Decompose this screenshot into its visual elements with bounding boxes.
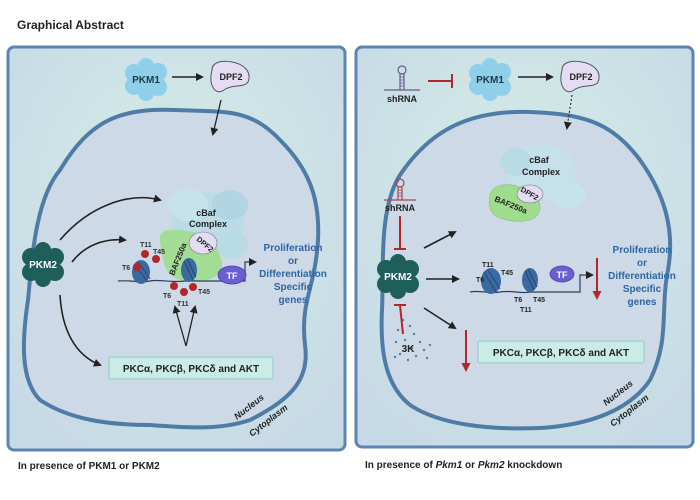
phospho-sites-bottom: T6 T11 T45 <box>163 282 210 308</box>
right-panel: shRNA PKM1 DPF2 cBaf Complex <box>354 45 695 449</box>
site-t6: T6 <box>514 297 522 304</box>
phospho-badge <box>170 282 178 290</box>
site-t6: T6 <box>163 293 171 300</box>
phospho-badge <box>141 250 149 258</box>
left-caption: In presence of PKM1 or PKM2 <box>18 461 160 472</box>
phospho-badge <box>189 283 197 291</box>
dpf2-protein: DPF2 <box>560 60 600 93</box>
site-t45: T45 <box>153 249 165 256</box>
inhibitor-3k-particles <box>393 318 432 362</box>
right-caption: In presence of Pkm1 or Pkm2 knockdown <box>365 460 562 471</box>
cbaf-label-1: cBaf <box>529 155 550 165</box>
pkm2-protein: PKM2 <box>377 254 419 299</box>
nucleosome-1 <box>132 260 151 284</box>
dpf2-protein: DPF2 <box>210 60 250 93</box>
pkm2-label: PKM2 <box>29 260 57 271</box>
svg-text:Proliferation: Proliferation <box>264 243 323 254</box>
kinases-box: PKCα, PKCβ, PKCδ and AKT <box>477 340 645 364</box>
svg-text:Specific: Specific <box>274 282 313 293</box>
site-t6: T6 <box>476 277 484 284</box>
site-t11: T11 <box>177 301 189 308</box>
nucleosome-2 <box>522 268 538 292</box>
svg-text:Proliferation: Proliferation <box>613 245 672 256</box>
page-title: Graphical Abstract <box>17 18 124 32</box>
svg-text:genes: genes <box>628 297 657 308</box>
left-panel: PKM1 DPF2 cBaf Complex BAF250a DPF2 <box>6 45 347 452</box>
pkm1-protein: PKM1 <box>125 58 167 101</box>
svg-text:or: or <box>288 256 298 267</box>
svg-text:Differentiation: Differentiation <box>259 269 327 280</box>
gene-outcome-text: Proliferation or Differentiation Specifi… <box>259 243 327 306</box>
cbaf-label-2: Complex <box>189 219 227 229</box>
kinase-to-site-arrow-2 <box>185 305 198 347</box>
pkm1-label: PKM1 <box>476 75 504 86</box>
dpf2-import-arrow <box>210 99 222 136</box>
dpf2-label: DPF2 <box>219 72 242 82</box>
shrna-hairpin-icon <box>384 178 416 201</box>
phospho-sites-top: T11 T45 T6 <box>122 242 165 272</box>
svg-text:Specific: Specific <box>623 284 662 295</box>
phospho-badge <box>180 288 188 296</box>
pkm1-protein: PKM1 <box>469 58 511 101</box>
cbaf-label-1: cBaf <box>196 208 217 218</box>
site-t45: T45 <box>198 289 210 296</box>
pkm2-to-kinases-arrow <box>423 307 457 330</box>
inhibitor-3k-label: 3K <box>402 344 416 355</box>
svg-text:genes: genes <box>279 295 308 306</box>
tf-label: TF <box>227 271 238 281</box>
pkm1-label: PKM1 <box>132 75 160 86</box>
kinases-box: PKCα, PKCβ, PKCδ and AKT <box>108 356 274 380</box>
site-t11: T11 <box>520 307 532 314</box>
dpf2-subunit: DPF2 <box>516 184 544 204</box>
inhibit-pkm2-symbol <box>394 216 406 250</box>
kinases-label: PKCα, PKCβ, PKCδ and AKT <box>123 364 259 375</box>
kinase-to-site-arrow-1 <box>172 305 187 347</box>
svg-text:Differentiation: Differentiation <box>608 271 676 282</box>
inhibit-pkm2-by-3k-symbol <box>394 304 406 335</box>
tf-label: TF <box>557 270 568 280</box>
tf-protein: TF <box>217 265 247 285</box>
pkm2-label: PKM2 <box>384 272 412 283</box>
dpf2-import-dashed-arrow <box>563 94 573 130</box>
site-t11: T11 <box>140 242 152 249</box>
inhibit-pkm1-symbol <box>428 74 453 88</box>
nucleosome-1 <box>481 268 501 294</box>
gene-outcome-text: Proliferation or Differentiation Specifi… <box>608 245 676 308</box>
tf-protein: TF <box>549 265 575 283</box>
site-t45: T45 <box>533 297 545 304</box>
svg-text:or: or <box>637 258 647 269</box>
nucleosome-2 <box>181 258 197 282</box>
site-t6: T6 <box>122 265 130 272</box>
shrna-mid-label: shRNA <box>385 203 416 213</box>
phospho-badge <box>152 255 160 263</box>
dpf2-label: DPF2 <box>569 72 592 82</box>
cbaf-label-2: Complex <box>522 167 560 177</box>
pkm2-protein: PKM2 <box>22 242 64 287</box>
dpf2-subunit: DPF2 <box>188 231 218 255</box>
dna-strand <box>469 271 594 294</box>
site-t11: T11 <box>482 262 494 269</box>
pkm2-to-cbaf-arrow <box>423 231 457 249</box>
shrna-top-label: shRNA <box>387 94 418 104</box>
site-t45: T45 <box>501 270 513 277</box>
phospho-badge <box>133 263 141 271</box>
shrna-hairpin-icon <box>384 65 420 91</box>
pkm2-to-kinases-arrow <box>59 294 102 367</box>
kinases-label: PKCα, PKCβ, PKCδ and AKT <box>493 348 629 359</box>
pkm2-to-cbaf-arrow <box>59 194 162 241</box>
dna-strand <box>117 258 257 283</box>
pkm2-to-histone-arrow <box>71 235 127 263</box>
